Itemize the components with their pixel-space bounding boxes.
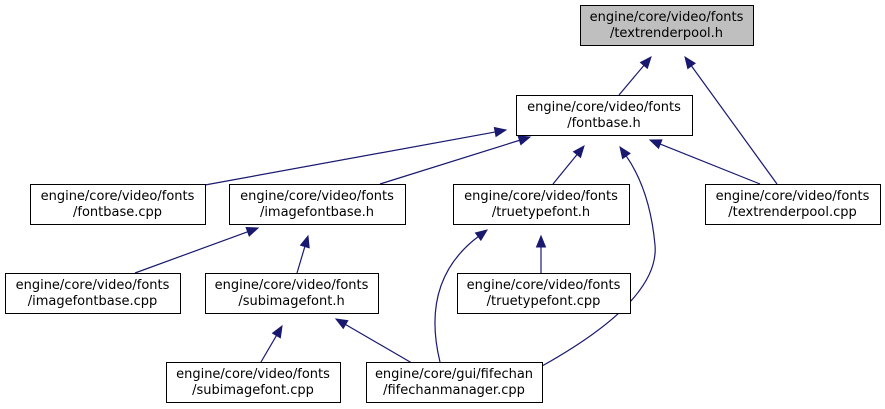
arrowhead	[639, 55, 652, 70]
dependency-edge-textrenderpool_cpp-to-fontbase_h	[648, 139, 761, 185]
node-file-label: /imagefontbase.cpp	[28, 294, 158, 309]
node-box	[166, 362, 341, 403]
dependency-edge-imagefontbase_cpp-to-imagefontbase_h	[134, 227, 260, 274]
file-node-truetypefont-cpp[interactable]: engine/core/video/fonts/truetypefont.cpp	[457, 273, 631, 314]
arrowhead	[493, 126, 508, 138]
arrowhead	[474, 229, 489, 242]
nodes-layer: engine/core/video/fonts/textrenderpool.h…	[5, 5, 881, 403]
file-node-textrenderpool-cpp[interactable]: engine/core/video/fonts/textrenderpool.c…	[705, 184, 881, 225]
node-file-label: /fifechanmanager.cpp	[383, 383, 525, 398]
node-file-label: /subimagefont.cpp	[192, 383, 314, 398]
node-path-label: engine/core/video/fonts	[527, 100, 681, 115]
node-file-label: /fontbase.h	[567, 116, 641, 131]
node-path-label: engine/core/video/fonts	[590, 10, 744, 25]
node-file-label: /truetypefont.cpp	[487, 294, 601, 309]
file-node-subimagefont-h[interactable]: engine/core/video/fonts/subimagefont.h	[205, 273, 379, 314]
node-box	[205, 273, 379, 314]
node-file-label: /textrenderpool.cpp	[728, 205, 856, 220]
node-file-label: /truetypefont.h	[492, 205, 590, 220]
node-file-label: /fontbase.cpp	[73, 205, 162, 220]
file-node-textrenderpool-h[interactable]: engine/core/video/fonts/textrenderpool.h	[580, 5, 754, 46]
node-file-label: /subimagefont.h	[238, 294, 344, 309]
file-node-imagefontbase-h[interactable]: engine/core/video/fonts/imagefontbase.h	[229, 184, 406, 225]
dependency-edge-subimagefont_h-to-imagefontbase_h	[296, 234, 310, 274]
node-path-label: engine/core/video/fonts	[464, 189, 618, 204]
node-path-label: engine/core/video/fonts	[176, 367, 330, 382]
node-box	[229, 184, 406, 225]
arrowhead	[271, 324, 283, 339]
file-node-imagefontbase-cpp[interactable]: engine/core/video/fonts/imagefontbase.cp…	[5, 273, 181, 314]
node-box	[516, 95, 693, 136]
dependency-edge-fontbase_cpp-to-fontbase_h	[204, 126, 508, 186]
node-path-label: engine/core/video/fonts	[240, 189, 394, 204]
arrowhead	[572, 144, 585, 159]
file-node-truetypefont-h[interactable]: engine/core/video/fonts/truetypefont.h	[453, 184, 630, 225]
node-path-label: engine/core/video/fonts	[41, 189, 195, 204]
node-path-label: engine/core/video/fonts	[716, 189, 870, 204]
node-box	[366, 362, 543, 403]
node-file-label: /imagefontbase.h	[260, 205, 374, 220]
node-path-label: engine/core/gui/fifechan	[375, 367, 533, 382]
arrowhead	[517, 135, 532, 146]
dependency-edge-fontbase_h-to-textrenderpool_h	[618, 55, 652, 96]
node-box	[580, 5, 754, 46]
file-node-subimagefont-cpp[interactable]: engine/core/video/fonts/subimagefont.cpp	[166, 362, 341, 403]
node-file-label: /textrenderpool.h	[610, 26, 723, 41]
dependency-edge-fifechanmanager_cpp-to-fontbase_h	[541, 145, 656, 367]
node-box	[457, 273, 631, 314]
dependency-edge-fifechanmanager_cpp-to-truetypefont_h	[434, 229, 489, 363]
arrowhead	[619, 145, 631, 160]
node-path-label: engine/core/video/fonts	[16, 278, 170, 293]
dependency-edge-fifechanmanager_cpp-to-subimagefont_h	[334, 318, 418, 367]
node-box	[453, 184, 630, 225]
edges-layer	[134, 55, 778, 367]
node-path-label: engine/core/video/fonts	[467, 278, 621, 293]
node-box	[5, 273, 181, 314]
node-box	[705, 184, 881, 225]
dependency-edge-truetypefont_h-to-fontbase_h	[552, 144, 585, 185]
arrowhead	[684, 55, 696, 70]
arrowhead	[334, 318, 349, 330]
arrowhead	[535, 234, 547, 248]
file-node-fontbase-h[interactable]: engine/core/video/fonts/fontbase.h	[516, 95, 693, 136]
node-box	[30, 184, 206, 225]
dependency-edge-truetypefont_cpp-to-truetypefont_h	[535, 234, 547, 273]
dependency-edge-subimagefont_cpp-to-subimagefont_h	[260, 324, 283, 363]
arrowhead	[299, 234, 310, 249]
dependency-edge-imagefontbase_h-to-fontbase_h	[379, 135, 532, 185]
node-path-label: engine/core/video/fonts	[215, 278, 369, 293]
file-node-fifechanmanager-cpp[interactable]: engine/core/gui/fifechan/fifechanmanager…	[366, 362, 543, 403]
dependency-edge-textrenderpool_cpp-to-textrenderpool_h	[684, 55, 778, 185]
file-node-fontbase-cpp[interactable]: engine/core/video/fonts/fontbase.cpp	[30, 184, 206, 225]
arrowhead	[245, 227, 260, 237]
arrowhead	[648, 139, 663, 150]
